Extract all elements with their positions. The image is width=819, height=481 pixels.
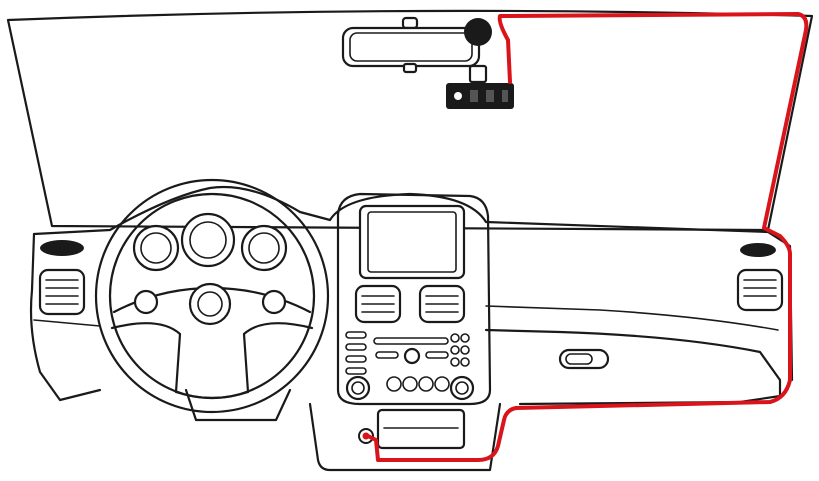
- speaker-right: [740, 243, 776, 257]
- air-vent-center-left: [354, 284, 402, 324]
- center-screen: [358, 204, 466, 280]
- steering-column: [184, 388, 292, 422]
- air-vent-right: [736, 268, 784, 312]
- dashboard-lower-right: [484, 328, 782, 406]
- air-vent-left: [38, 268, 86, 316]
- glovebox-handle: [558, 348, 610, 370]
- dashboard-body: [29, 232, 102, 402]
- control-panel: [345, 331, 475, 401]
- dashboard-left-trim: [33, 319, 101, 327]
- air-vent-center-right: [418, 284, 466, 324]
- speaker-left: [40, 240, 84, 256]
- steering-wheel-hub: [188, 282, 232, 326]
- power-cable: [366, 12, 809, 462]
- dash-camera: [446, 18, 514, 109]
- center-console: [336, 192, 492, 406]
- steering-wheel: [94, 178, 330, 414]
- instrument-gauges: [132, 212, 288, 272]
- rearview-mirror: [341, 16, 481, 74]
- dashboard-top: [32, 185, 794, 382]
- lower-console: [308, 402, 502, 472]
- dashboard-trim-line: [485, 305, 779, 331]
